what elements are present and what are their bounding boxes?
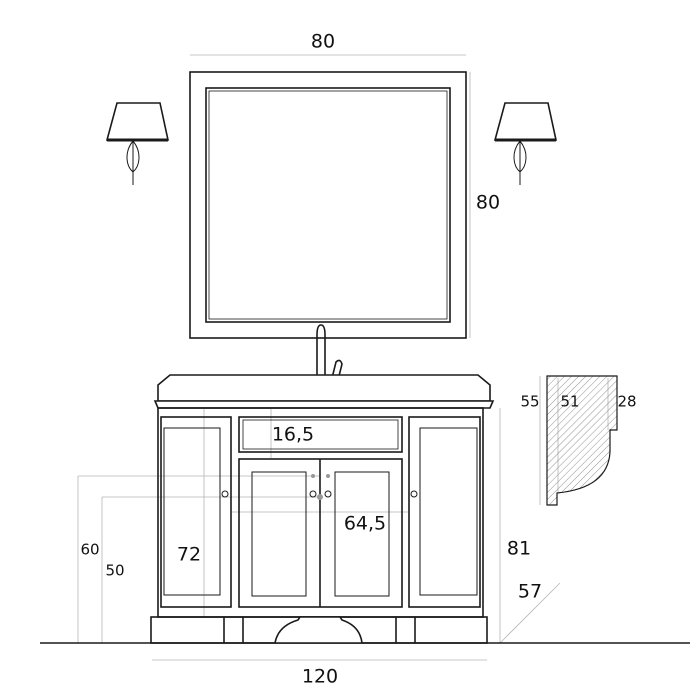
vanity-depth-label: 57 xyxy=(517,580,543,603)
mirror-width-label: 80 xyxy=(310,30,336,53)
handle-markers xyxy=(311,474,330,500)
wall-sconce-left xyxy=(105,102,169,185)
profile-top-label: 28 xyxy=(617,392,637,411)
vanity-top xyxy=(153,374,495,409)
handle-height-50-label: 50 xyxy=(105,561,125,580)
vanity-cabinet xyxy=(157,407,484,618)
vanity-plinth xyxy=(150,616,488,644)
center-door-height-label: 64,5 xyxy=(343,512,387,535)
vanity-height-label: 81 xyxy=(506,537,532,560)
side-cabinet-height-label: 72 xyxy=(176,543,202,566)
profile-height-label: 55 xyxy=(520,392,540,411)
handle-height-60-label: 60 xyxy=(80,540,100,559)
mirror xyxy=(189,71,467,339)
mirror-height-label: 80 xyxy=(475,191,501,214)
wall-sconce-right xyxy=(493,102,557,185)
profile-inner-height-label: 51 xyxy=(560,392,580,411)
drawer-height-label: 16,5 xyxy=(271,423,315,446)
vanity-width-label: 120 xyxy=(301,665,339,688)
top-section-profile xyxy=(546,375,618,506)
